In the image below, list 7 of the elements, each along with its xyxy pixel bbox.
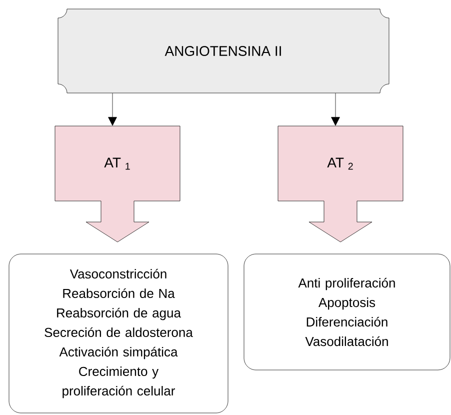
effects-box: Vasoconstricción Reabsorción de Na Reabsorción de agua Secreción de aldosterona Activación simpática Crecimiento y proliferación celular [8, 254, 228, 414]
title-plaque: ANGIOTENSINA II [58, 8, 390, 94]
arrow-callout: AT $_{1}$ [54, 126, 180, 242]
arrow [108, 93, 117, 126]
effects-box: Anti proliferación Apoptosis Diferenciación Vasodilatación [244, 254, 450, 370]
arrow [331, 93, 340, 126]
arrow-callout: AT $_{2}$ [278, 126, 404, 242]
